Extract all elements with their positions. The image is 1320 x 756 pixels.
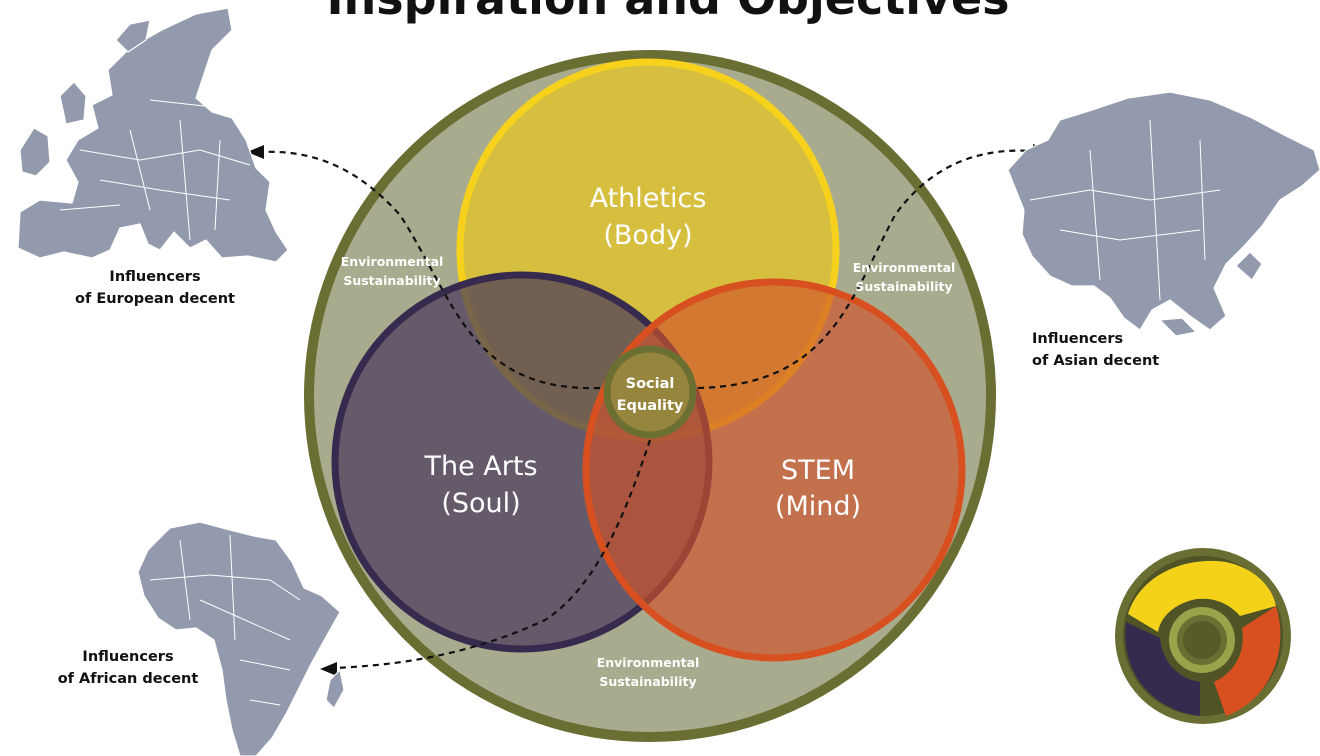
europe-arrowhead bbox=[247, 145, 264, 159]
social-equality-circle bbox=[603, 345, 697, 439]
europe-label-line2: of European decent bbox=[75, 291, 235, 307]
env-label-bottom-line2: Sustainability bbox=[599, 674, 696, 689]
stem-label-line1: STEM bbox=[781, 455, 855, 486]
env-label-left-line1: Environmental bbox=[341, 254, 444, 269]
stem-circle bbox=[582, 278, 966, 662]
env-label-bottom-line1: Environmental bbox=[597, 655, 700, 670]
stem-label-line2: (Mind) bbox=[775, 491, 861, 522]
athletics-label-line1: Athletics bbox=[590, 183, 707, 214]
social-equality-label-line2: Equality bbox=[617, 398, 684, 414]
africa-label-line2: of African decent bbox=[58, 671, 199, 687]
africa-connector-arrow bbox=[334, 439, 652, 670]
asia-connector-arrow bbox=[697, 149, 1034, 390]
diagram-title: Inspiration and Objectives bbox=[326, 0, 1009, 25]
europe-map bbox=[17, 7, 289, 263]
asia-map bbox=[1007, 91, 1320, 337]
social-equality-label-line1: Social bbox=[626, 376, 675, 392]
africa-map bbox=[137, 521, 345, 756]
europe-connector-arrow bbox=[261, 150, 601, 390]
env-label-right-line1: Environmental bbox=[853, 260, 956, 275]
africa-label-line1: Influencers bbox=[82, 649, 173, 665]
asia-label-line2: of Asian decent bbox=[1032, 353, 1159, 369]
env-label-left-line2: Sustainability bbox=[343, 273, 440, 288]
env-label-right-line2: Sustainability bbox=[855, 279, 952, 294]
athletics-label-line2: (Body) bbox=[603, 220, 692, 251]
asia-label-line1: Influencers bbox=[1032, 331, 1123, 347]
arts-label-line1: The Arts bbox=[423, 451, 537, 482]
arts-label-line2: (Soul) bbox=[441, 488, 520, 519]
africa-arrowhead bbox=[320, 662, 337, 676]
emblem-logo bbox=[1115, 548, 1291, 724]
europe-label-line1: Influencers bbox=[109, 269, 200, 285]
